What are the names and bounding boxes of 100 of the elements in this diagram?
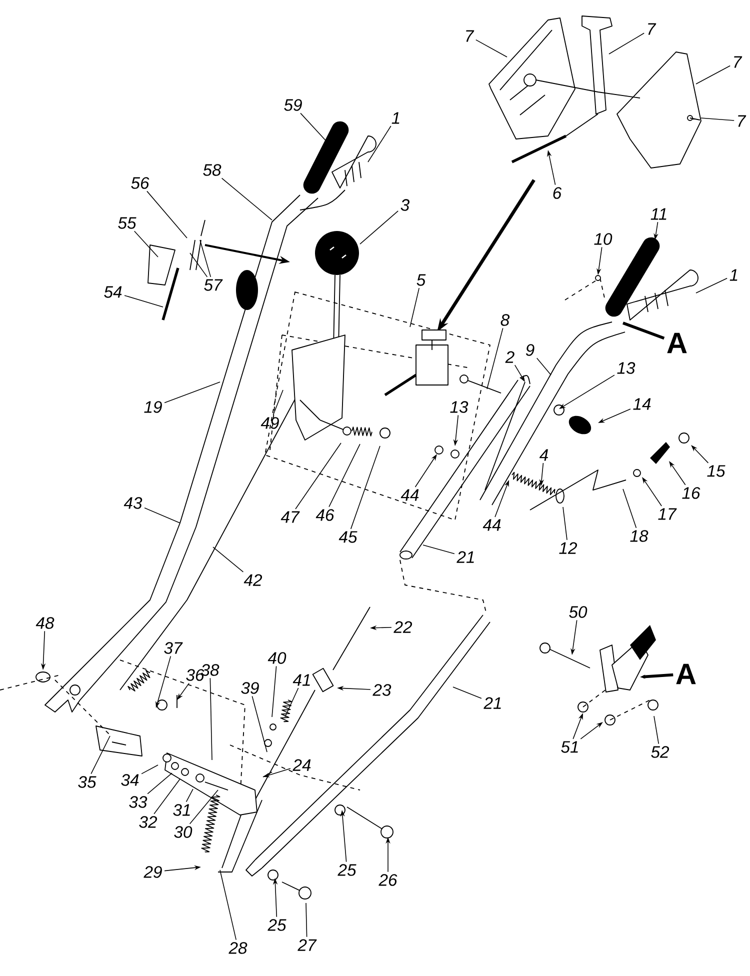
callout-number: 7	[734, 56, 742, 68]
leader-line	[368, 126, 392, 162]
callout-number: 58	[203, 164, 222, 176]
leader-line	[189, 790, 218, 824]
leader-line	[696, 65, 730, 84]
leader-line	[295, 442, 342, 510]
callout-number: 15	[707, 465, 726, 477]
leader-line	[410, 288, 420, 328]
callout-number: 46	[316, 509, 334, 521]
callout-number: 35	[78, 776, 96, 788]
callout-number: 5	[416, 274, 426, 286]
leader-line	[221, 178, 272, 220]
callout-number: 9	[526, 344, 534, 356]
leader-line	[350, 446, 380, 530]
callout-number: 7	[648, 23, 656, 35]
callout-number: 32	[139, 816, 158, 828]
callout-number: 39	[241, 682, 259, 694]
leader-line	[700, 118, 734, 121]
leader-line	[186, 788, 194, 802]
leader-line	[90, 736, 110, 774]
callout-number: 13	[450, 401, 468, 413]
callout-number: 44	[400, 489, 419, 501]
callout-number: 8	[500, 314, 510, 326]
leader-line	[272, 666, 277, 718]
callout-number: 25	[338, 864, 356, 876]
callout-number: 50	[569, 606, 588, 618]
callout-number: 40	[268, 652, 286, 664]
leader-line	[306, 902, 308, 938]
callout-number: 25	[268, 919, 286, 931]
leader-line	[144, 508, 180, 524]
leader-line	[252, 696, 268, 752]
leader-line	[608, 32, 644, 54]
callout-number: 59	[284, 99, 302, 111]
leader-line	[134, 230, 158, 258]
callout-number: 31	[173, 804, 190, 816]
callout-number: 47	[280, 511, 300, 523]
callout-number: 45	[338, 531, 358, 543]
reference-letter: A	[676, 664, 696, 684]
leader-line	[300, 112, 328, 144]
callout-number: 42	[244, 574, 262, 586]
leader-line	[654, 716, 660, 744]
callout-number: 7	[738, 115, 746, 127]
leader-line	[562, 506, 568, 540]
callout-number: 41	[292, 674, 310, 686]
leader-line	[272, 390, 284, 416]
leader-line	[212, 546, 244, 572]
leader-line	[452, 686, 482, 699]
callout-number: 16	[682, 487, 700, 499]
callout-number: 18	[630, 530, 648, 542]
callout-number: 33	[129, 796, 148, 808]
callout-number: 21	[456, 551, 474, 563]
callout-number: 14	[633, 398, 651, 410]
leader-line	[622, 322, 665, 340]
callout-number: 29	[144, 866, 162, 878]
leader-line	[146, 190, 188, 238]
callout-number: 24	[292, 759, 311, 771]
callout-number: 56	[131, 177, 150, 189]
reference-letter: A	[667, 332, 687, 354]
callout-number: 44	[482, 519, 501, 531]
callout-number: 26	[378, 874, 398, 886]
leader-line	[284, 688, 299, 718]
leader-line	[154, 778, 180, 814]
callout-number: 3	[400, 199, 410, 211]
callout-number: 6	[553, 187, 562, 199]
leader-line	[360, 210, 398, 244]
leader-line	[190, 252, 208, 278]
leader-line	[696, 278, 728, 294]
callout-number: 23	[372, 684, 392, 696]
callout-number: 30	[174, 826, 192, 838]
leader-line	[622, 488, 637, 528]
leader-line	[164, 382, 220, 404]
callout-number: 22	[394, 621, 412, 633]
leader-line	[200, 240, 212, 278]
leader-line	[486, 328, 504, 390]
callout-number: 49	[260, 417, 279, 429]
leader-line	[220, 870, 237, 940]
callout-number: 2	[505, 351, 514, 363]
callout-number: 28	[228, 942, 248, 954]
callout-number: 48	[36, 617, 54, 629]
callout-number: 52	[651, 746, 670, 758]
leader-line	[691, 445, 709, 464]
leader-line	[141, 764, 158, 774]
leader-line	[147, 772, 172, 794]
leader-line	[422, 544, 455, 554]
callout-number: 37	[164, 642, 183, 654]
leader-line	[476, 39, 508, 58]
callout-number: 4	[539, 449, 548, 461]
callout-number: 55	[118, 217, 136, 229]
callout-number: 57	[204, 279, 223, 291]
callout-number: 1	[392, 112, 400, 124]
callout-number: 12	[559, 542, 578, 554]
leader-line	[210, 678, 212, 760]
callout-number: 17	[658, 508, 677, 520]
callout-number: 51	[561, 741, 578, 753]
callout-number: 21	[484, 697, 501, 709]
callout-number: 19	[144, 401, 162, 413]
callout-number: 11	[650, 208, 666, 220]
callout-number: 1	[730, 269, 738, 281]
callout-number: 7	[466, 30, 474, 42]
leader-line	[328, 444, 360, 508]
